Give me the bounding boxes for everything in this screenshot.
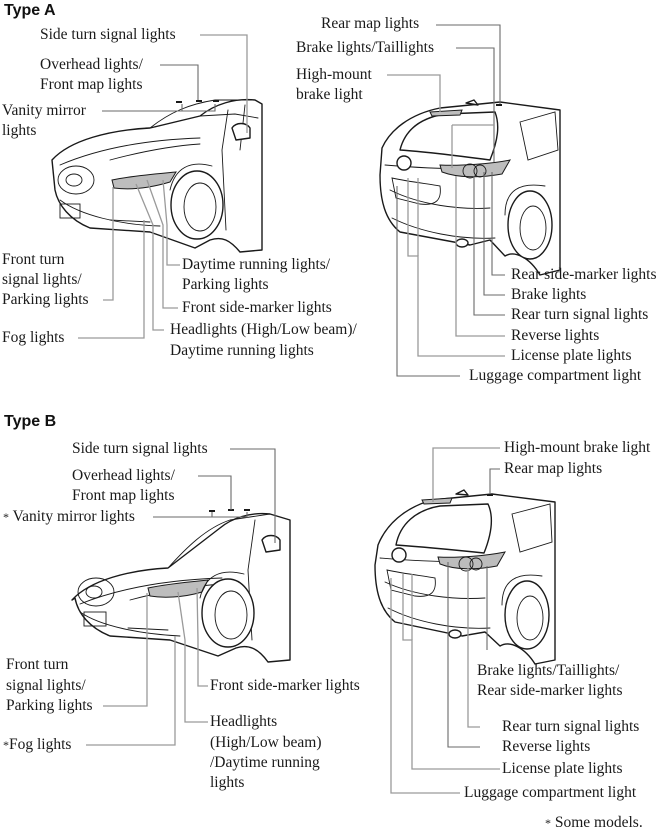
type-b-rear-leader-lines bbox=[390, 447, 500, 794]
label-front-turn-signal-lights: Front turn bbox=[6, 656, 69, 673]
label-high-mount-brake-light: High-mount bbox=[296, 66, 372, 83]
label-fog-lights: *Fog lights bbox=[3, 735, 71, 755]
some-models-asterisk: * bbox=[3, 738, 9, 752]
fog-lights-text: Fog lights bbox=[9, 736, 72, 753]
label-front-turn-signal-lights-cont: signal lights/ bbox=[2, 271, 82, 288]
label-headlights-drl: Daytime running lights bbox=[170, 342, 314, 359]
label-overhead-lights: Overhead lights/ bbox=[72, 467, 175, 484]
label-front-side-marker-lights: Front side-marker lights bbox=[182, 299, 332, 316]
label-rear-turn-signal-lights: Rear turn signal lights bbox=[502, 718, 640, 735]
label-vanity-mirror-lights: * Vanity mirror lights bbox=[3, 507, 135, 527]
label-license-plate-lights: License plate lights bbox=[511, 347, 632, 364]
label-headlights: Headlights (High/Low beam)/ bbox=[170, 321, 357, 338]
label-front-side-marker-lights: Front side-marker lights bbox=[210, 677, 360, 694]
footnote-asterisk: * bbox=[545, 816, 551, 830]
label-daytime-running-parking-lights: Parking lights bbox=[182, 276, 269, 293]
type-a-rear-car-illustration bbox=[379, 99, 561, 276]
label-headlights: Headlights bbox=[210, 713, 278, 730]
label-rear-map-lights: Rear map lights bbox=[504, 460, 603, 477]
label-overhead-lights: Overhead lights/ bbox=[40, 56, 143, 73]
type-b-rear-car-illustration bbox=[374, 489, 556, 665]
label-front-turn-signal-lights: Front turn bbox=[2, 251, 65, 268]
type-a-front-leader-lines bbox=[78, 34, 248, 339]
type-b-front-car-illustration bbox=[71, 509, 291, 663]
some-models-asterisk: * bbox=[3, 510, 9, 524]
label-brake-taillights: Brake lights/Taillights bbox=[296, 39, 434, 56]
label-luggage-compartment-light: Luggage compartment light bbox=[469, 367, 642, 384]
label-vanity-mirror-lights: Vanity mirror bbox=[2, 102, 86, 119]
type-a-heading: Type A bbox=[4, 2, 56, 19]
label-parking-lights: Parking lights bbox=[2, 291, 89, 308]
label-front-turn-signal-lights-cont: signal lights/ bbox=[6, 677, 86, 694]
label-high-mount-brake-light: High-mount brake light bbox=[504, 439, 651, 456]
label-side-turn-signal-lights: Side turn signal lights bbox=[40, 26, 176, 43]
label-rear-turn-signal-lights: Rear turn signal lights bbox=[511, 306, 649, 323]
label-brake-taillights: Brake lights/Taillights/ bbox=[477, 662, 620, 679]
label-front-map-lights: Front map lights bbox=[40, 76, 143, 93]
label-rear-side-marker-lights: Rear side-marker lights bbox=[511, 266, 657, 283]
label-high-mount-brake-light-cont: brake light bbox=[296, 86, 363, 103]
label-side-turn-signal-lights: Side turn signal lights bbox=[72, 440, 208, 457]
label-license-plate-lights: License plate lights bbox=[502, 760, 623, 777]
label-daytime-running-lights: Daytime running lights/ bbox=[182, 256, 331, 273]
label-brake-lights: Brake lights bbox=[511, 286, 587, 303]
label-luggage-compartment-light: Luggage compartment light bbox=[464, 784, 637, 801]
type-a-rear-leader-lines bbox=[387, 24, 505, 377]
vanity-mirror-lights-text: Vanity mirror lights bbox=[12, 508, 135, 525]
type-b-front-leader-lines bbox=[86, 448, 276, 746]
label-reverse-lights: Reverse lights bbox=[502, 738, 591, 755]
type-a-front-car-illustration bbox=[51, 98, 263, 253]
label-headlights-drl-cont: lights bbox=[210, 774, 245, 791]
label-reverse-lights: Reverse lights bbox=[511, 327, 600, 344]
label-vanity-mirror-lights-cont: lights bbox=[2, 122, 37, 139]
label-headlights-drl: /Daytime running bbox=[210, 754, 320, 771]
type-b-heading: Type B bbox=[4, 413, 57, 430]
label-headlights-beam: (High/Low beam) bbox=[210, 734, 322, 751]
footnote-text: Some models. bbox=[554, 814, 643, 831]
label-fog-lights: Fog lights bbox=[2, 329, 65, 346]
label-rear-side-marker-lights: Rear side-marker lights bbox=[477, 682, 623, 699]
label-rear-map-lights: Rear map lights bbox=[321, 15, 420, 32]
footnote: * Some models. bbox=[545, 813, 643, 833]
label-front-map-lights: Front map lights bbox=[72, 487, 175, 504]
label-parking-lights: Parking lights bbox=[6, 697, 93, 714]
